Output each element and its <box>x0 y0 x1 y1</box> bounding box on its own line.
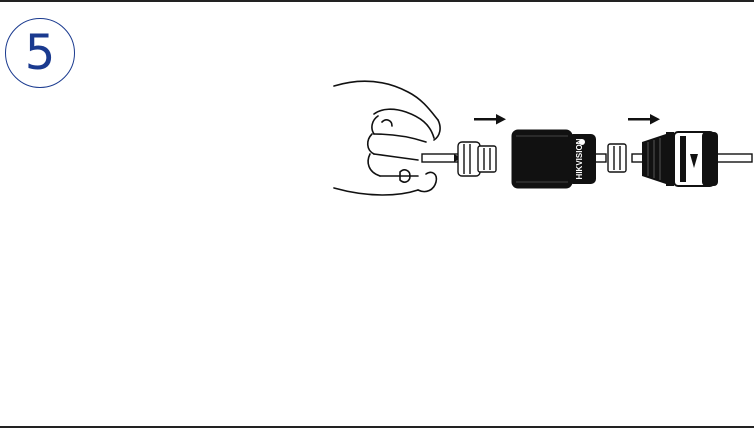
locking-nut: HIKVISION <box>512 130 596 188</box>
hand-icon <box>334 81 440 195</box>
step-number: 5 <box>25 29 56 77</box>
connector-assembly-illustration: HIKVISION <box>330 72 754 202</box>
coupler <box>608 144 626 172</box>
right-arrow-icon <box>474 114 506 125</box>
step-number-badge: 5 <box>5 18 75 88</box>
connector-housing <box>642 132 718 186</box>
right-arrow-icon <box>628 114 660 125</box>
sealing-cap <box>458 142 496 176</box>
